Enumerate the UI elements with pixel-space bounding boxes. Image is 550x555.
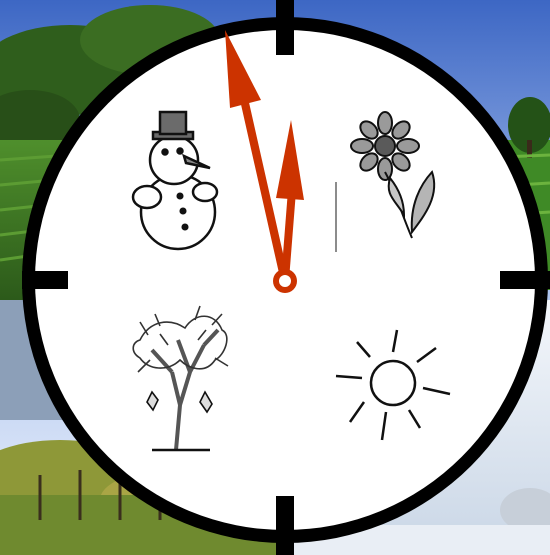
hour-marker-top	[276, 0, 294, 55]
hour-marker-left	[22, 271, 68, 289]
hour-marker-right	[500, 271, 550, 289]
hand-pivot-center	[279, 275, 291, 287]
hour-marker-bottom	[276, 496, 294, 555]
